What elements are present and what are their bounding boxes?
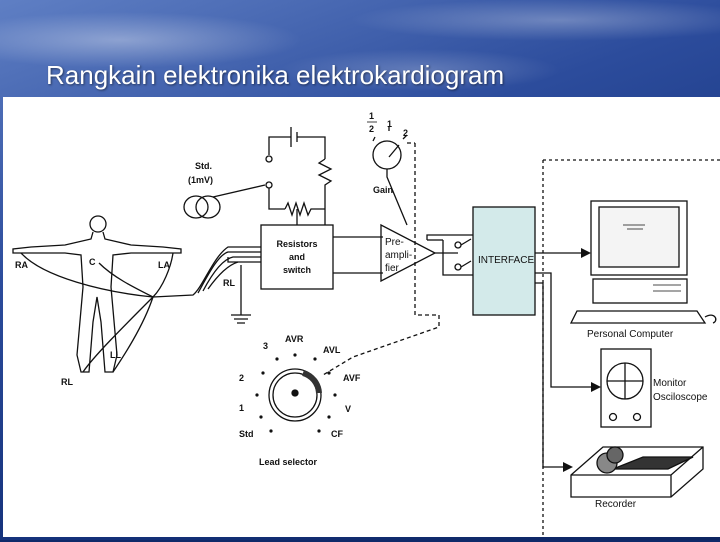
- lead-pos-cf: CF: [331, 429, 343, 439]
- battery-resistor-network: [265, 127, 333, 225]
- electrode-rl-ground-label: RL: [223, 278, 235, 288]
- monitor-label-line1: Monitor: [653, 378, 687, 389]
- electrode-ra-label: RA: [15, 260, 28, 270]
- resistors-switch-line1: Resistors: [276, 239, 317, 249]
- gain-one-label: 1: [387, 119, 392, 129]
- lead-selector-knob: [268, 368, 322, 422]
- output-arrows: [535, 252, 593, 468]
- interface-switch-area: [426, 234, 473, 276]
- lead-selector-label: Lead selector: [259, 457, 318, 467]
- lead-pos-1: 1: [239, 403, 244, 413]
- interface-box: [472, 206, 536, 316]
- pc-label: Personal Computer: [587, 329, 674, 340]
- lead-pos-avf: AVF: [343, 373, 361, 383]
- resistors-switch-line3: switch: [283, 265, 311, 275]
- human-figure: [12, 215, 182, 373]
- lead-pos-std: Std: [239, 429, 254, 439]
- gain-half-denominator: 2: [369, 124, 374, 134]
- preamp-line2: ampli-: [385, 250, 412, 261]
- slide-title: Rangkain elektronika elektrokardiogram: [46, 60, 505, 90]
- preamp-line3: fier: [385, 263, 400, 274]
- gain-two-label: 2: [403, 128, 408, 138]
- gain-label: Gain: [373, 185, 393, 195]
- lead-pos-v: V: [345, 404, 351, 414]
- monitor-label-line2: Osciloscope: [653, 392, 708, 403]
- interface-label: INTERFACE: [478, 255, 534, 266]
- monitor-oscilloscope: [600, 348, 652, 428]
- preamp-line1: Pre-: [385, 237, 404, 248]
- lead-pos-avl: AVL: [323, 345, 341, 355]
- gain-knob: [372, 127, 408, 226]
- electrode-leads: [20, 246, 261, 373]
- lead-pos-avr: AVR: [285, 334, 304, 344]
- electrode-rl-body-label: RL: [61, 377, 73, 387]
- diagram-svg: RA LA C LL RL RL Std. (1mV) Resistors an…: [12, 111, 720, 537]
- std-source: [183, 184, 266, 219]
- lead-pos-3: 3: [263, 341, 268, 351]
- gain-half-numerator: 1: [369, 111, 374, 121]
- resistors-switch-line2: and: [289, 252, 305, 262]
- recorder: [570, 446, 704, 498]
- resistors-switch-box: [260, 224, 334, 290]
- ground-connection: [231, 265, 251, 324]
- personal-computer: [569, 200, 717, 324]
- lead-selector-dots: [255, 353, 337, 433]
- recorder-label: Recorder: [595, 499, 637, 510]
- preamplifier-triangle: [380, 223, 437, 283]
- std-label-line1: Std.: [195, 161, 212, 171]
- electrode-c-label: C: [89, 257, 96, 267]
- electrode-la-label: LA: [158, 260, 170, 270]
- std-label-line2: (1mV): [188, 175, 213, 185]
- lead-pos-2: 2: [239, 373, 244, 383]
- ecg-circuit-diagram: RA LA C LL RL RL Std. (1mV) Resistors an…: [3, 97, 720, 537]
- control-dashed-line: [322, 143, 440, 376]
- electrode-ll-label: LL: [110, 350, 121, 360]
